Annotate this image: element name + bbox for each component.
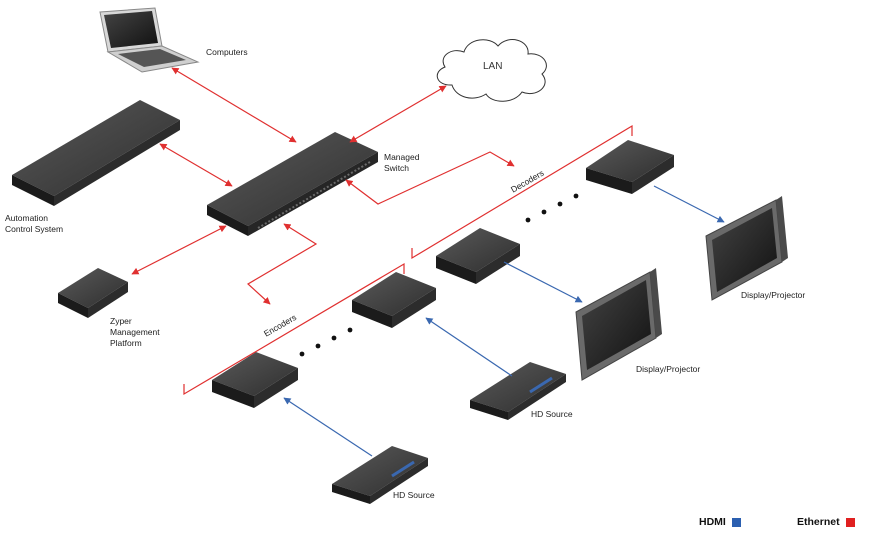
hdmi-link-encoder-top xyxy=(425,317,513,377)
ethernet-link-lan xyxy=(349,85,447,143)
label-hd-source-1: HD Source xyxy=(531,409,573,419)
encoder-box-bottom xyxy=(212,352,298,408)
managed-switch-device xyxy=(207,132,378,236)
label-display-1: Display/Projector xyxy=(741,290,806,300)
label-managed-switch: Managed Switch xyxy=(384,152,419,174)
ethernet-link-decoders xyxy=(345,151,515,205)
automation-control-device xyxy=(12,100,180,206)
decoder-box-bottom xyxy=(436,228,520,284)
display-projector-left xyxy=(575,268,662,381)
encoder-box-top xyxy=(352,272,436,328)
encoder-ellipsis-dots xyxy=(299,327,353,357)
label-hd-source-2: HD Source xyxy=(393,490,435,500)
label-lan: LAN xyxy=(483,61,503,72)
ethernet-link-automation xyxy=(159,143,233,187)
ethernet-links xyxy=(131,67,633,396)
lan-cloud-icon xyxy=(436,39,547,102)
label-automation-line1: Automation xyxy=(5,213,48,223)
decoders-bracket xyxy=(411,124,633,260)
hd-source-left xyxy=(332,446,428,504)
display-projector-right xyxy=(705,196,788,301)
legend-ethernet-label: Ethernet xyxy=(797,516,840,528)
hd-source-right xyxy=(470,362,566,420)
label-zyper-line3: Platform xyxy=(110,338,142,348)
encoders-bracket xyxy=(183,262,405,396)
legend-hdmi-label: HDMI xyxy=(699,516,726,528)
label-automation: Automation Control System xyxy=(5,213,63,235)
decoder-box-top xyxy=(586,140,674,194)
ethernet-link-zyper xyxy=(131,225,227,275)
label-computers: Computers xyxy=(206,47,248,57)
hdmi-link-decoder-bottom xyxy=(503,261,583,303)
label-automation-line2: Control System xyxy=(5,224,64,234)
legend-ethernet: Ethernet xyxy=(797,516,855,528)
hdmi-link-decoder-top xyxy=(653,185,725,223)
label-managed-switch-line1: Managed xyxy=(384,152,420,162)
label-zyper-line1: Zyper xyxy=(110,316,132,326)
decoder-ellipsis-dots xyxy=(525,193,579,223)
legend-hdmi: HDMI xyxy=(699,516,741,528)
laptop-icon xyxy=(99,7,200,73)
ethernet-link-computers xyxy=(171,67,297,143)
label-display-2: Display/Projector xyxy=(636,364,701,374)
hdmi-links xyxy=(283,185,725,457)
label-managed-switch-line2: Switch xyxy=(384,163,410,173)
hdmi-link-encoder-bottom xyxy=(283,397,373,457)
ethernet-link-encoders xyxy=(246,223,318,305)
legend-hdmi-swatch xyxy=(731,517,741,527)
legend-ethernet-swatch xyxy=(845,517,855,527)
label-zyper-line2: Management xyxy=(110,327,160,337)
label-zyper: Zyper Management Platform xyxy=(110,316,160,349)
zyper-platform-device xyxy=(58,268,128,318)
